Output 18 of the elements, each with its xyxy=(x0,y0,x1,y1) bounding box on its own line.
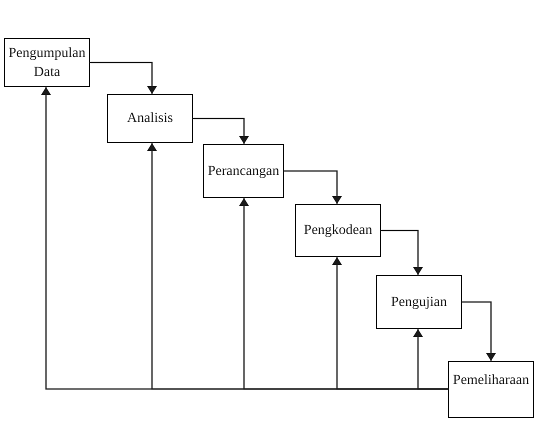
arrow xyxy=(462,301,496,361)
process-box xyxy=(4,38,90,87)
process-box xyxy=(448,361,534,418)
step-label: Pengkodean xyxy=(304,222,372,240)
arrow xyxy=(193,118,249,144)
arrow xyxy=(381,230,423,275)
arrow xyxy=(284,170,342,204)
process-box xyxy=(376,275,462,329)
arrow xyxy=(90,62,157,94)
process-box xyxy=(295,204,381,257)
step-label: Pemeliharaan xyxy=(452,372,530,390)
process-box xyxy=(203,144,284,198)
step-label: Pengujian xyxy=(391,294,447,312)
feedback-arrow xyxy=(413,329,448,390)
step-label: Perancangan xyxy=(208,162,280,180)
step-label: Analisis xyxy=(127,110,173,128)
process-box xyxy=(107,94,193,143)
step-label: Pengumpulan Data xyxy=(8,44,86,82)
